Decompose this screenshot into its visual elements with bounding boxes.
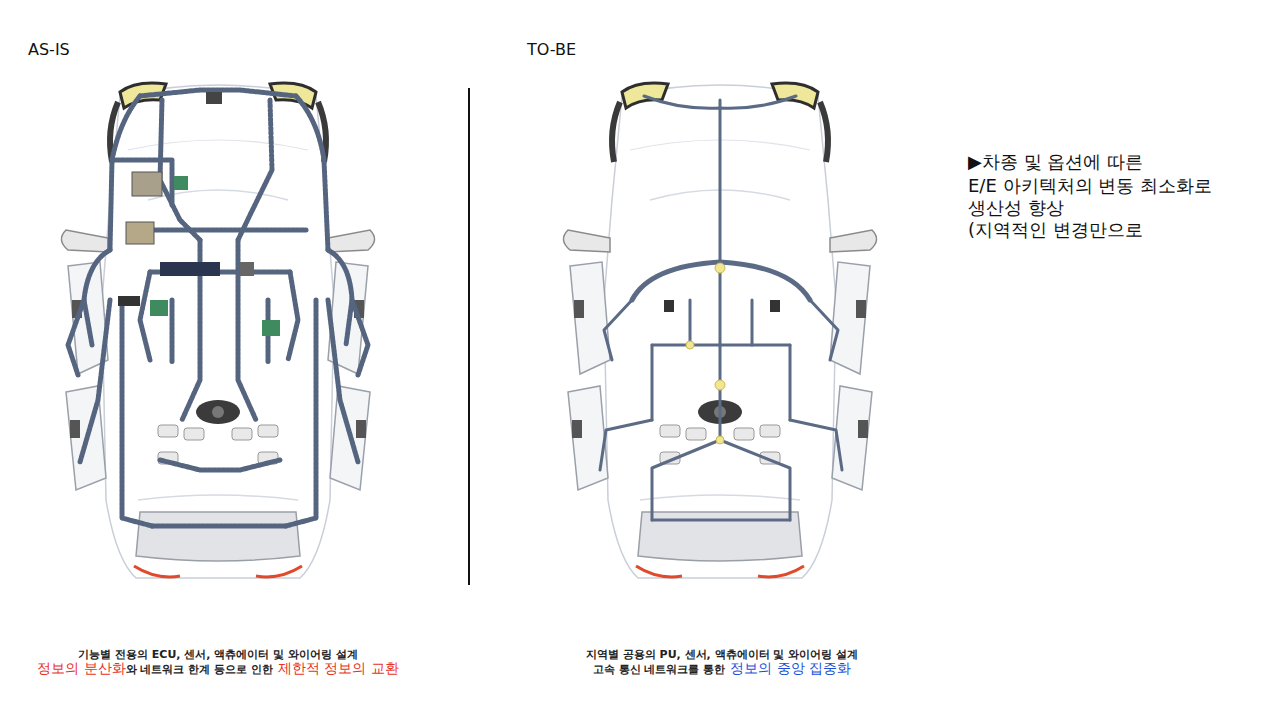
label-text: (지역적인 변경만으로	[968, 219, 1143, 240]
label-text: ▶차종 및 옵션에 따른	[968, 151, 1143, 172]
text-line: AS-IS	[28, 40, 148, 59]
divider-line	[468, 88, 470, 585]
text-line: ▶차종 및 옵션에 따른	[968, 150, 1268, 174]
car-top-view	[61, 83, 374, 578]
label-text: TO-BE	[527, 40, 576, 59]
text-line: TO-BE	[527, 40, 647, 59]
label-text: 지역별 공용의 PU, 센서, 액츄에이터 및 와이어링 설계	[586, 648, 858, 661]
text-line: (지역적인 변경만으로	[968, 218, 1268, 242]
text-line: 기능별 전용의 ECU, 센서, 액츄에이터 및 와이어링 설계	[0, 643, 436, 662]
label-text: 정보의 중앙 집중화	[730, 660, 851, 676]
text-line: E/E 아키텍처의 변동 최소화로	[968, 174, 1268, 198]
label-text: AS-IS	[28, 40, 70, 59]
wiring-harness	[600, 96, 842, 520]
text-line: 생산성 향상	[968, 196, 1268, 220]
label-text: 생산성 향상	[968, 197, 1064, 218]
text-line: 고속 통신 네트워크를 통한 정보의 중앙 집중화	[502, 658, 942, 678]
label-text: 고속 통신 네트워크를 통한	[593, 663, 726, 676]
label-text: 제한적 정보의 교환	[278, 660, 399, 676]
label-text: E/E 아키텍처의 변동 최소화로	[968, 175, 1212, 196]
label-text: 기능별 전용의 ECU, 센서, 액츄에이터 및 와이어링 설계	[78, 648, 358, 661]
label-text: 정보의 분산화	[37, 660, 125, 676]
text-line: 정보의 분산화와 네트워크 한계 등으로 인한 제한적 정보의 교환	[0, 658, 436, 678]
zone-controller	[664, 263, 780, 444]
ecu-module	[118, 92, 280, 336]
label-text: 와 네트워크 한계 등으로 인한	[126, 663, 273, 676]
text-line: 지역별 공용의 PU, 센서, 액츄에이터 및 와이어링 설계	[502, 643, 942, 662]
car-top-view	[563, 83, 876, 578]
wiring-harness	[68, 90, 368, 526]
